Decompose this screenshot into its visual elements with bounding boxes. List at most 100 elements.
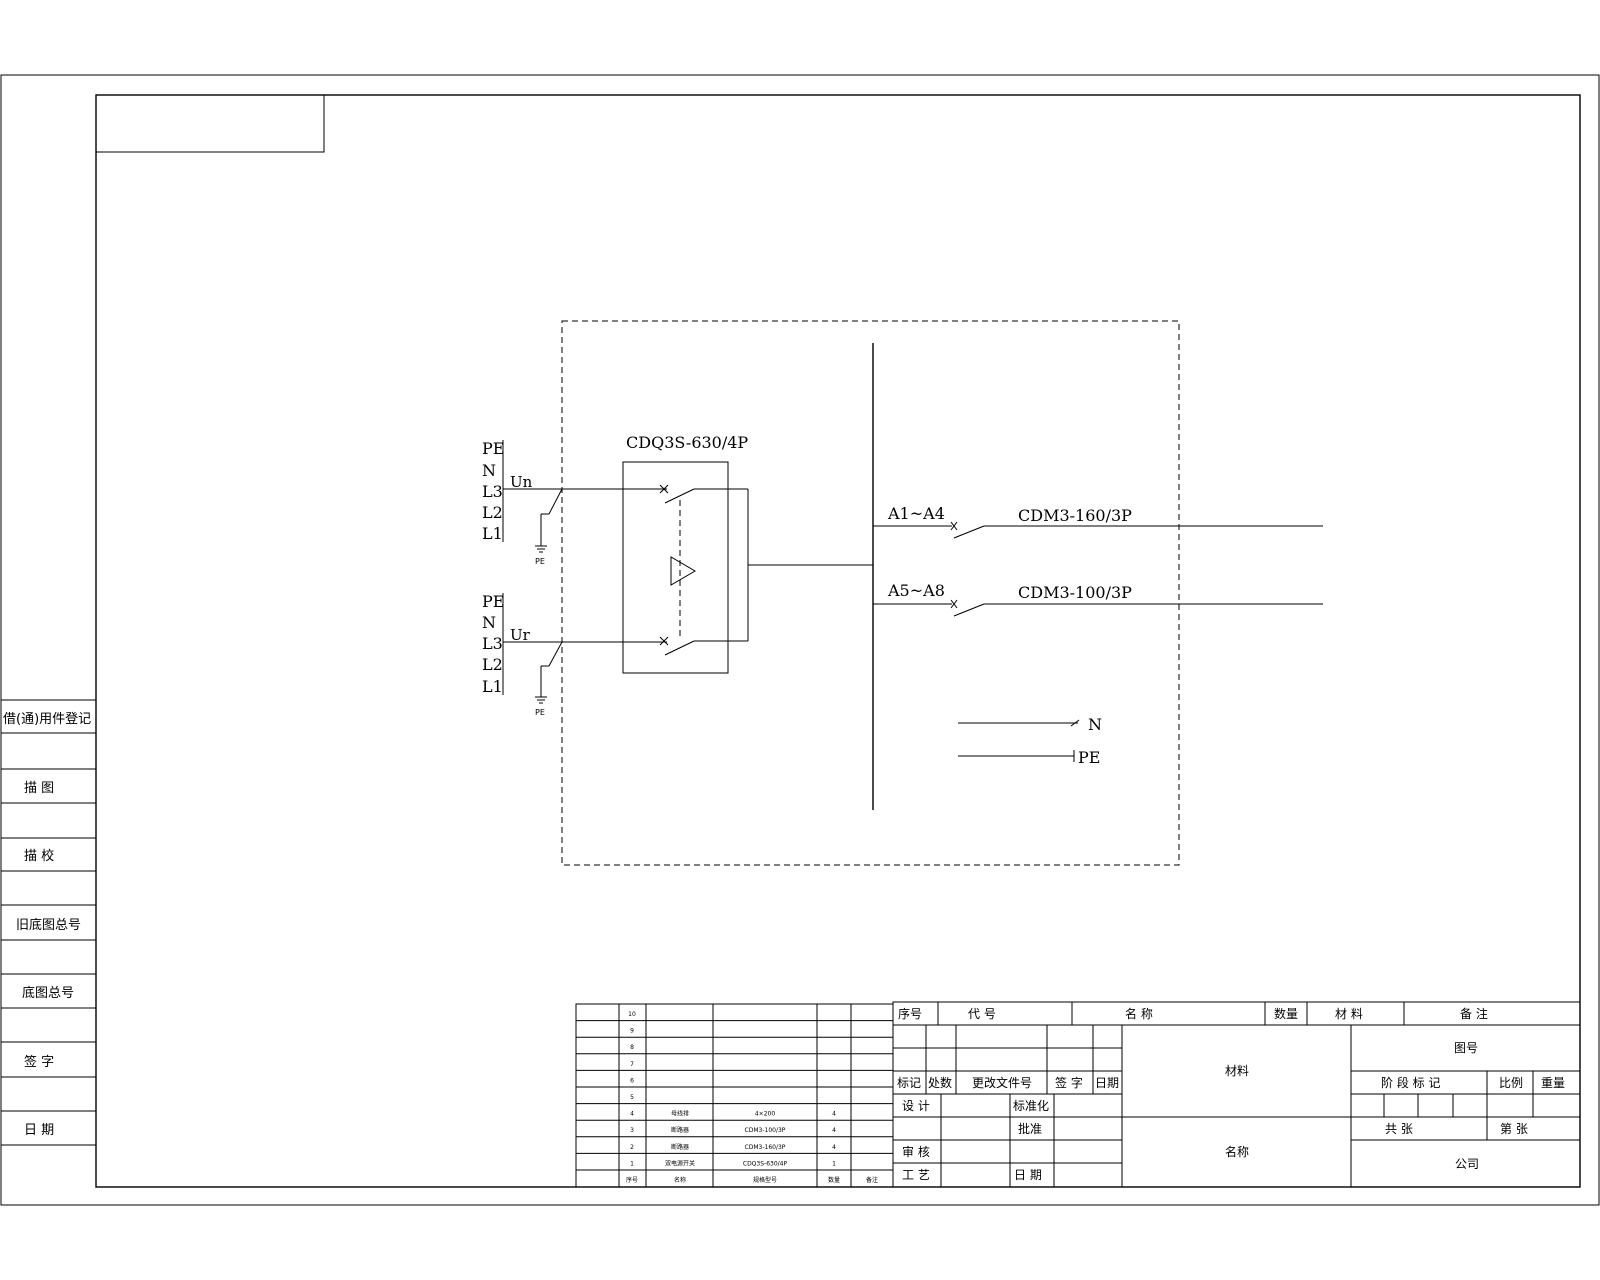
phase-label: N	[482, 613, 496, 632]
tb-header: 序号	[898, 1006, 922, 1021]
tb-review: 审 核	[902, 1144, 930, 1159]
parts-cell: 4	[630, 1111, 634, 1118]
neutral-label: N	[1088, 715, 1102, 734]
left-panel: 借(通)用件登记 描 图 描 校 旧底图总号 底图总号 签 字 日 期	[1, 699, 96, 1146]
panel-label: 底图总号	[22, 985, 74, 1001]
parts-list-frame	[575, 1003, 894, 1188]
contact-blade	[664, 488, 695, 504]
tb-sheet: 第 张	[1500, 1122, 1528, 1136]
parts-cell: 8	[630, 1044, 634, 1051]
parts-header-cell: 名称	[674, 1176, 686, 1184]
parts-cell: 2	[630, 1144, 634, 1151]
breaker-blade	[953, 603, 985, 617]
parts-cell: CDQ3S-630/4P	[743, 1160, 788, 1167]
tb-drawing-no: 图号	[1454, 1041, 1478, 1055]
panel-label: 签 字	[24, 1054, 54, 1070]
parts-cell: 3	[630, 1127, 634, 1134]
contact-x-icon	[659, 484, 669, 494]
parts-cell: CDM3-100/3P	[745, 1127, 786, 1134]
feeder-2: A5~A8 CDM3-100/3P	[873, 581, 1323, 617]
title-block: 序号 代 号 名 称 数量 材 料 备 注 标记 处数 更改文件号 签 字 日期…	[892, 1001, 1581, 1188]
parts-cell: CDM3-160/3P	[745, 1144, 786, 1151]
breaker-x-icon	[950, 599, 958, 609]
phase-label: L3	[482, 634, 503, 653]
parts-header-cell: 序号	[626, 1176, 638, 1184]
tb-change: 标记	[897, 1076, 921, 1090]
tb-header: 名 称	[1125, 1006, 1153, 1021]
parts-cell: 4	[832, 1111, 836, 1118]
tb-header: 数量	[1274, 1006, 1298, 1021]
incoming-label: Ur	[510, 626, 531, 644]
breaker-x-icon	[950, 521, 958, 531]
breaker-label: CDM3-160/3P	[1018, 506, 1132, 525]
transfer-switch: CDQ3S-630/4P	[622, 433, 873, 674]
contact-x-icon	[659, 636, 669, 646]
phase-label: L3	[482, 482, 503, 501]
parts-cell: 9	[630, 1028, 634, 1035]
feeder-range: A5~A8	[887, 581, 945, 600]
incoming-group-2: PE N L3 L2 L1 Ur PE	[482, 592, 667, 717]
parts-cell: 6	[630, 1077, 634, 1084]
tb-change: 签 字	[1055, 1075, 1083, 1090]
tb-stage: 阶 段 标 记	[1381, 1075, 1440, 1090]
phase-label: N	[482, 461, 496, 480]
phase-label: L1	[482, 677, 503, 696]
transfer-switch-box	[622, 461, 729, 674]
ground-label: PE	[535, 557, 545, 566]
tb-company: 公司	[1455, 1157, 1479, 1171]
parts-cell: 母线排	[671, 1110, 689, 1118]
tb-weight: 重量	[1541, 1076, 1565, 1090]
parts-header-cell: 数量	[828, 1176, 840, 1184]
tb-change: 更改文件号	[972, 1075, 1032, 1090]
tb-process: 工 艺	[902, 1168, 930, 1182]
neutral-terminal: N	[958, 715, 1102, 734]
arrester-icon	[548, 488, 563, 515]
breaker-blade	[953, 525, 985, 539]
phase-label: L2	[482, 503, 503, 522]
phase-label: PE	[482, 592, 504, 611]
panel-label: 描 校	[24, 848, 54, 864]
feeder-range: A1~A4	[887, 504, 945, 523]
parts-header-cell: 备注	[866, 1176, 878, 1184]
ground-label: PE	[535, 708, 545, 717]
cabinet-enclosure	[561, 320, 1180, 866]
panel-label: 借(通)用件登记	[3, 712, 91, 727]
phase-label: L1	[482, 524, 503, 543]
pe-label: PE	[1078, 748, 1100, 767]
parts-cell: 4	[832, 1127, 836, 1134]
parts-cell: 4×200	[755, 1111, 775, 1118]
parts-cell: 1	[832, 1160, 836, 1167]
panel-label: 描 图	[24, 781, 54, 796]
tb-total: 共 张	[1385, 1122, 1413, 1136]
contact-blade	[664, 640, 695, 656]
panel-label: 日 期	[24, 1123, 54, 1138]
tb-date: 日 期	[1014, 1168, 1042, 1182]
parts-cell: 双电源开关	[665, 1159, 695, 1167]
transfer-switch-label: CDQ3S-630/4P	[626, 433, 748, 452]
actuator-triangle-icon	[670, 556, 696, 586]
parts-cell: 断路器	[671, 1143, 689, 1151]
tb-material: 材料	[1225, 1064, 1249, 1078]
terminal-icon	[1070, 719, 1080, 727]
tb-header: 备 注	[1460, 1006, 1488, 1021]
parts-header-cell: 规格型号	[753, 1176, 777, 1184]
arrester-icon	[548, 641, 563, 667]
phase-label: L2	[482, 655, 503, 674]
parts-cell: 5	[630, 1094, 634, 1101]
tb-approve: 批准	[1018, 1121, 1042, 1136]
parts-cell: 7	[630, 1061, 634, 1068]
tb-header: 材 料	[1335, 1007, 1363, 1021]
incoming-group-1: PE N L3 L2 L1 Un PE	[482, 439, 667, 566]
tb-header: 代 号	[968, 1007, 996, 1021]
tb-change: 处数	[928, 1075, 952, 1090]
feeder-1: A1~A4 CDM3-160/3P	[873, 504, 1323, 539]
panel-label: 旧底图总号	[16, 917, 81, 933]
parts-cell: 4	[832, 1144, 836, 1151]
outer-border	[0, 74, 1600, 1206]
corner-title-box	[95, 94, 325, 153]
tb-change: 日期	[1095, 1076, 1119, 1090]
tb-standard: 标准化	[1013, 1099, 1049, 1113]
